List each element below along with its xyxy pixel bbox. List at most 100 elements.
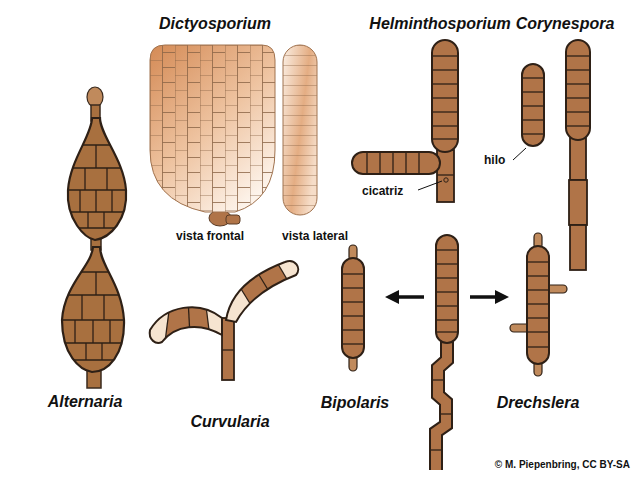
alternaria-chain-part-part xyxy=(74,320,75,343)
alternaria-chain-part xyxy=(87,87,103,107)
germination-arrow-part xyxy=(392,295,424,299)
helminthosporium-conidiophore-part xyxy=(437,174,454,175)
alternaria-chain-part-part xyxy=(55,271,130,272)
view-label: vista frontal xyxy=(160,229,260,243)
curvularia-conidiophore-part-part xyxy=(165,295,210,345)
drechslera-conidium-part-part xyxy=(528,261,548,262)
leader-line xyxy=(418,181,442,190)
helminthosporium-conidiophore-part-part xyxy=(432,125,458,126)
corynespora-conidiophore-part xyxy=(566,40,590,140)
drechslera-conidium xyxy=(510,233,567,376)
view-label: vista lateral xyxy=(270,229,360,243)
helminthosporium-conidiophore-part xyxy=(352,152,440,174)
drechslera-conidium-part xyxy=(527,246,549,364)
helminthosporium-conidiophore-part-part xyxy=(432,97,458,98)
genus-label: Drechslera xyxy=(478,393,598,412)
alternaria-chain-part-part xyxy=(60,227,130,228)
bipolaris-conidium-part-part xyxy=(342,287,364,288)
alternaria-chain-part-part xyxy=(95,145,96,168)
dictyosporium-conidium-part xyxy=(283,45,317,215)
central-conidiophore-part xyxy=(436,235,458,343)
bipolaris-conidium-part-part xyxy=(343,343,363,344)
genus-label: Alternaria xyxy=(30,392,140,411)
alternaria-chain-part xyxy=(60,145,130,228)
central-conidiophore-part-part xyxy=(437,331,457,332)
drechslera-conidium-part-part xyxy=(528,346,548,347)
bipolaris-conidium-part-part xyxy=(342,315,364,316)
corynespora-conidiophore-part xyxy=(566,56,590,126)
dictyosporium-conidium-part xyxy=(283,45,317,215)
central-conidiophore-part-part xyxy=(436,263,458,264)
alternaria-chain-part-part xyxy=(92,320,93,343)
central-conidiophore-part-part xyxy=(436,291,458,292)
part-label: hilo xyxy=(484,153,514,167)
alternaria-chain-part-part xyxy=(55,359,130,360)
dictyosporium-conidium-part xyxy=(150,45,275,212)
corynespora-conidiophore-part-part xyxy=(522,105,544,106)
genus-label: Helminthosporium xyxy=(365,14,515,33)
alternaria-chain-part-part xyxy=(60,167,130,168)
central-conidiophore-part-part xyxy=(441,413,451,414)
dictyosporium-conidium-part xyxy=(150,45,275,212)
dictyosporium-conidium-part xyxy=(226,215,240,224)
part-label: cicatriz xyxy=(362,184,418,198)
bipolaris-conidium-part xyxy=(342,258,364,358)
drechslera-conidium-part-part xyxy=(527,331,549,332)
curvularia-conidiophore-part xyxy=(165,295,210,345)
central-conidiophore-part-part xyxy=(436,277,458,278)
curvularia-conidiophore-part xyxy=(150,307,222,343)
alternaria-chain-part xyxy=(68,118,126,240)
corynespora-conidiophore-part xyxy=(570,138,586,180)
curvularia-conidiophore-part-part xyxy=(165,298,210,342)
corynespora-conidiophore-part-part xyxy=(567,55,589,56)
corynespora-conidiophore-part xyxy=(569,180,587,225)
alternaria-chain-part-part xyxy=(95,190,96,212)
alternaria-chain-part-part xyxy=(106,168,107,190)
helminthosporium-conidiophore-part-part xyxy=(432,111,458,112)
alternaria-chain-part-part xyxy=(103,295,104,320)
bipolaris-conidium xyxy=(342,245,364,371)
helminthosporium-conidiophore-part xyxy=(432,56,458,139)
helminthosporium-conidiophore-part-part xyxy=(432,83,458,84)
curvularia-conidiophore-part xyxy=(226,261,298,322)
corynespora-conidiophore-part-part xyxy=(567,125,589,126)
helminthosporium-conidiophore xyxy=(352,40,458,202)
central-conidiophore-part-part xyxy=(436,319,458,320)
leader-line xyxy=(513,148,526,160)
corynespora-conidiophore-part-part xyxy=(566,83,590,84)
alternaria-chain-part xyxy=(62,247,124,372)
genus-label: Dictyosporium xyxy=(150,14,280,33)
bipolaris-conidium-part-part xyxy=(342,329,364,330)
alternaria-chain-part-part xyxy=(79,190,80,212)
alternaria-chain-part-part xyxy=(101,343,102,360)
alternaria-chain-part xyxy=(68,118,126,240)
drechslera-conidium-part xyxy=(527,262,549,347)
corynespora-conidiophore-part-part xyxy=(566,111,590,112)
alternaria-chain-part-part xyxy=(81,295,82,320)
helminthosporium-conidiophore-part-part xyxy=(405,152,406,174)
helminthosporium-conidiophore-part xyxy=(432,40,458,152)
helminthosporium-conidiophore-part-part xyxy=(366,153,367,173)
drechslera-conidium-part-part xyxy=(527,289,549,290)
genus-label: Bipolaris xyxy=(300,393,410,412)
helminthosporium-conidiophore-part-part xyxy=(432,69,458,70)
corynespora-conidiophore-part-part xyxy=(566,69,590,70)
bipolaris-conidium-part xyxy=(342,274,364,344)
corynespora-conidiophore-part-part xyxy=(566,97,590,98)
helminthosporium-conidiophore-part xyxy=(367,152,419,174)
curvularia-conidiophore-part-part-part xyxy=(205,298,210,338)
bipolaris-conidium-part-part xyxy=(343,273,363,274)
alternaria-chain-part-part xyxy=(111,190,112,212)
corynespora-conidiophore-part-part xyxy=(523,133,543,134)
corynespora-conidiophore-part-part xyxy=(522,119,544,120)
germination-arrow-part xyxy=(470,295,502,299)
dictyosporium-conidium xyxy=(150,45,317,226)
corynespora-conidiophore-part-part xyxy=(523,77,543,78)
drechslera-conidium-part-part xyxy=(527,303,549,304)
curvularia-conidiophore-part xyxy=(222,318,234,380)
helminthosporium-conidiophore-part-part xyxy=(379,152,380,174)
genus-label: Corynespora xyxy=(510,14,620,33)
central-conidiophore-part-part xyxy=(431,449,441,450)
alternaria-chain-part-part xyxy=(60,144,130,145)
